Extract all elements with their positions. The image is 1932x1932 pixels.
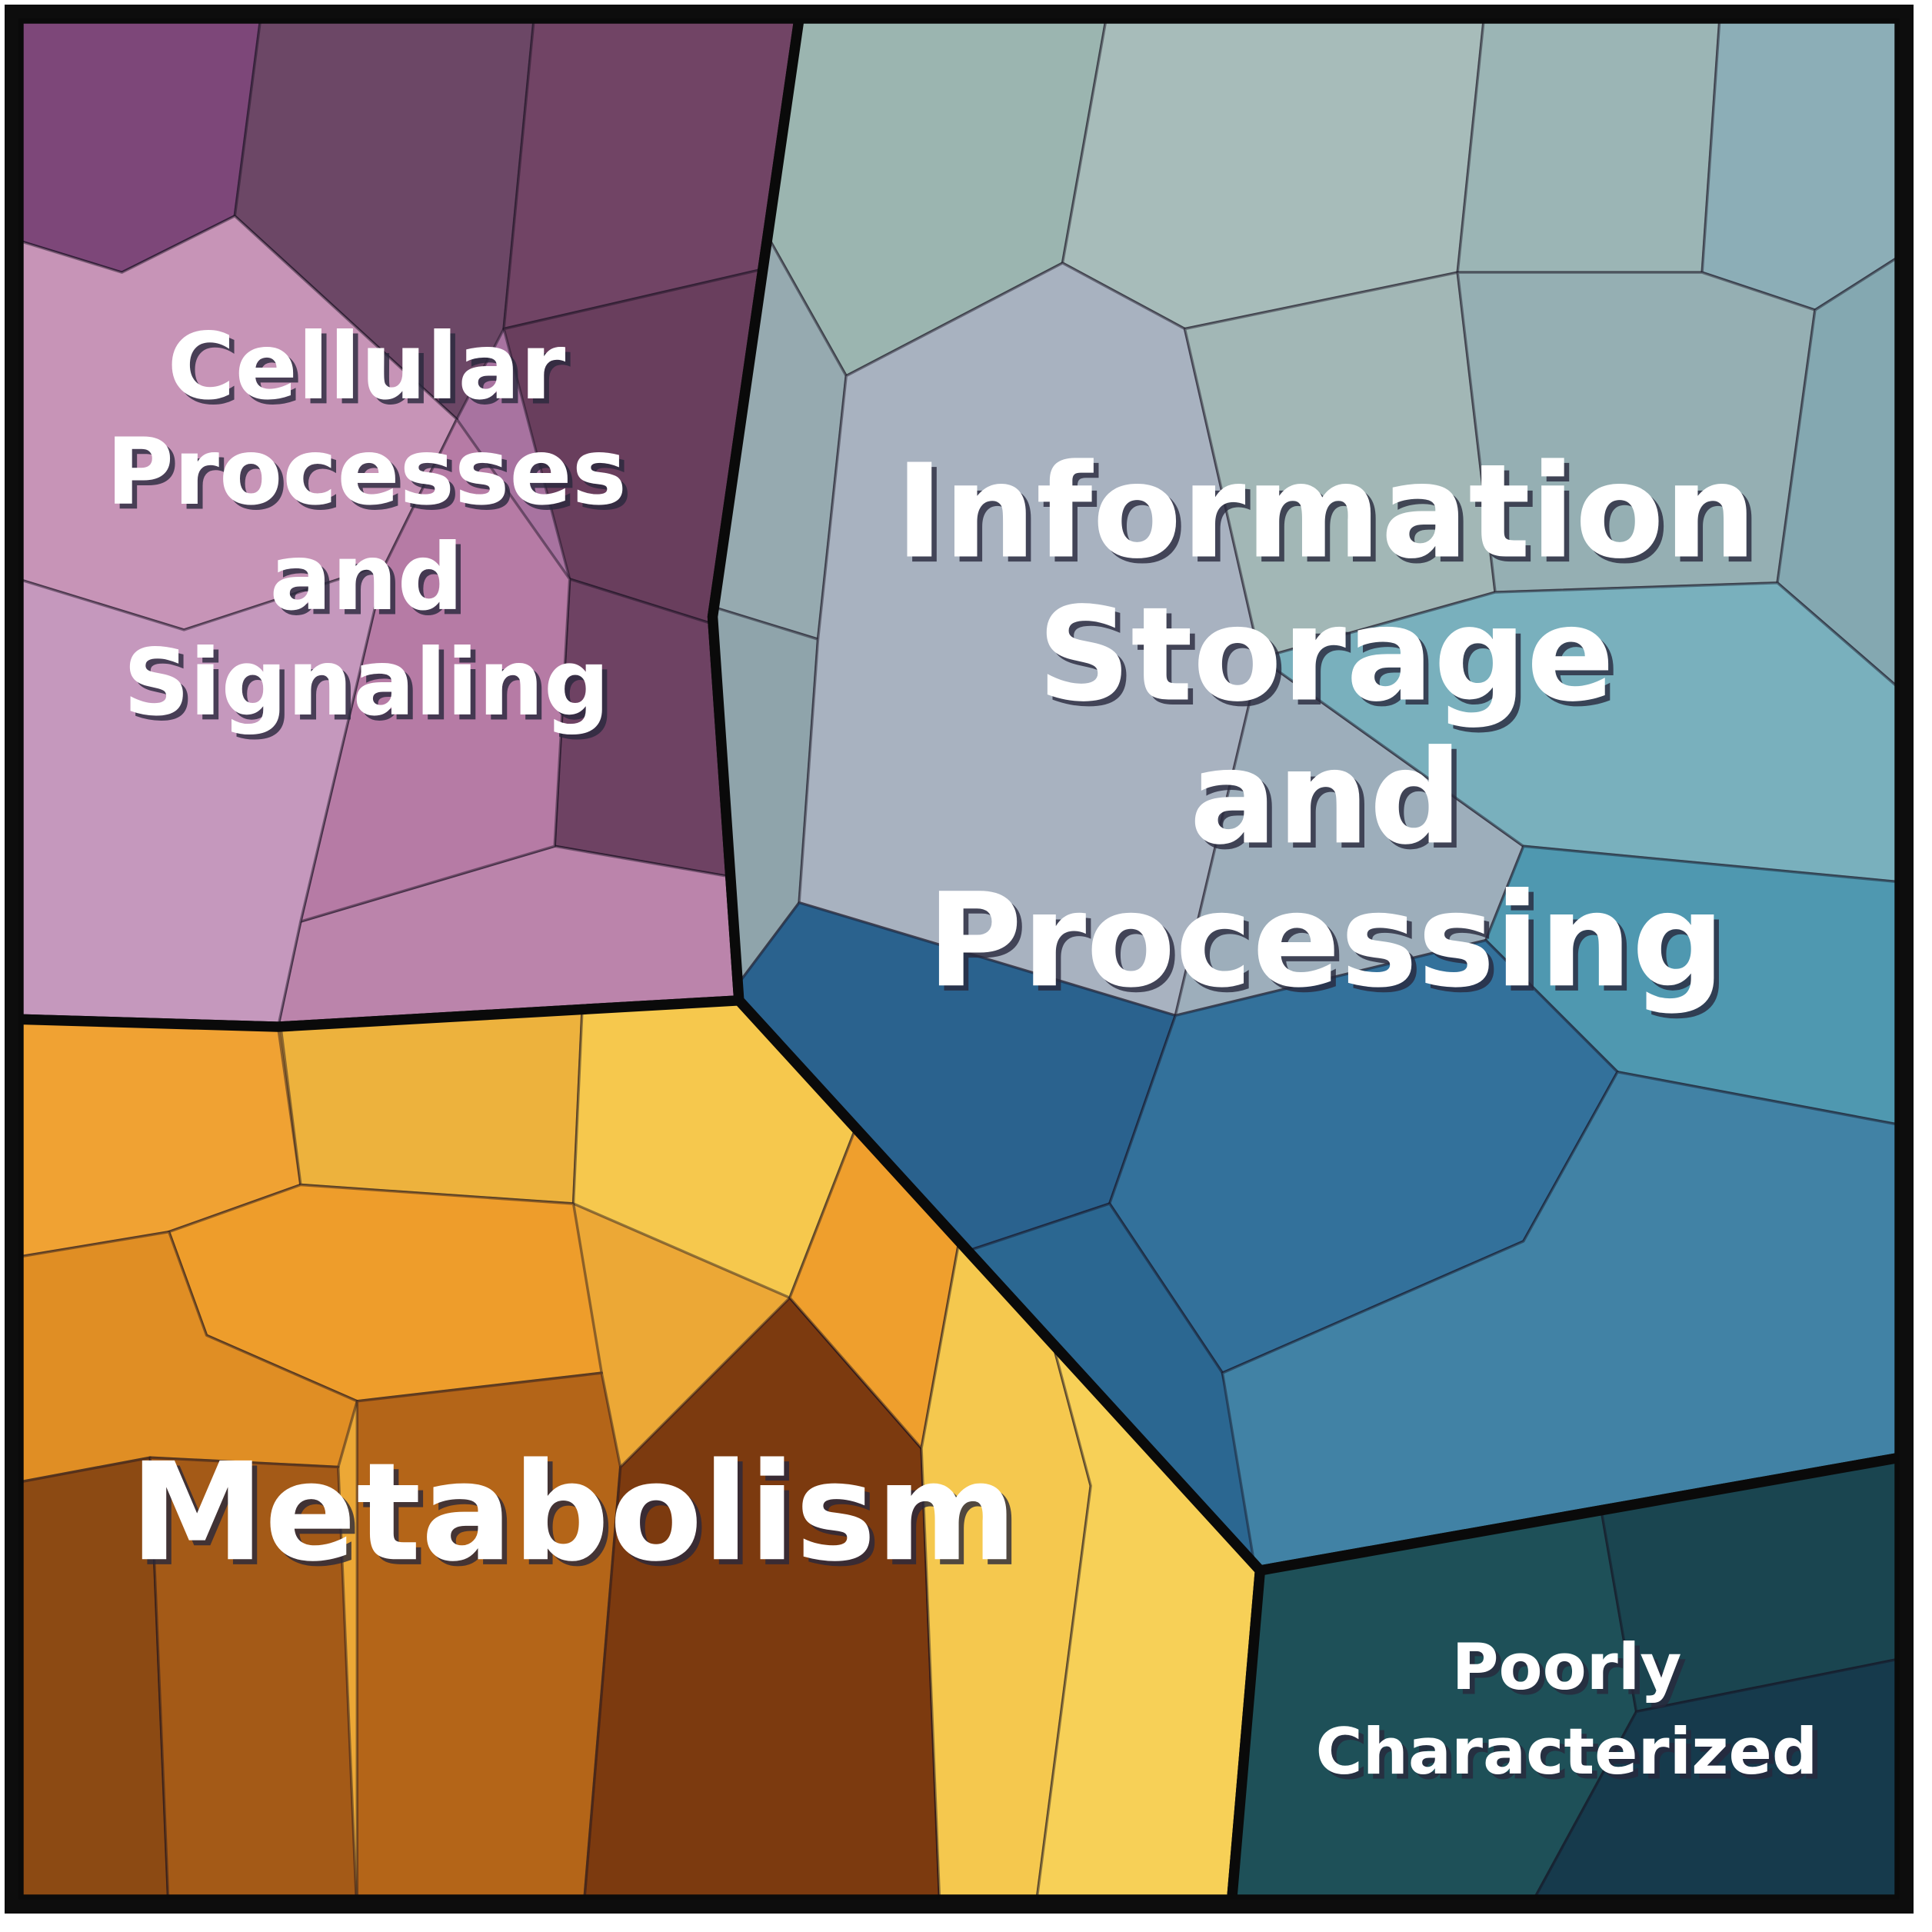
treemap-cell-cellular-processes-and-signaling-8[interactable] <box>18 562 387 1053</box>
region-label-metabolism-shadow: Metabolism <box>135 1439 1022 1597</box>
treemap-cell-information-storage-and-processing-10[interactable] <box>1776 242 1900 707</box>
region-poorly-characterized <box>1231 1457 1900 1900</box>
region-outline-poorly-characterized <box>1226 1452 1900 1900</box>
treemap-cell-cellular-processes-and-signaling-1[interactable] <box>233 18 538 421</box>
treemap-cell-metabolism-5[interactable] <box>18 1456 171 1900</box>
treemap-cell-information-storage-and-processing-3[interactable] <box>1700 18 1900 311</box>
region-metabolism <box>18 1000 1261 1900</box>
treemap-cell-information-storage-and-processing-2[interactable] <box>1456 18 1723 274</box>
treemap-cell-metabolism-6[interactable] <box>148 1456 358 1900</box>
region-cellular-processes-and-signaling <box>18 18 800 1053</box>
treemap-cell-information-storage-and-processing-16[interactable] <box>1221 1071 1900 1599</box>
treemap-cell-poorly-characterized-2[interactable] <box>1522 1654 1900 1900</box>
region-information-storage-and-processing <box>712 18 1900 1599</box>
region-label-metabolism: Metabolism <box>130 1434 1018 1591</box>
